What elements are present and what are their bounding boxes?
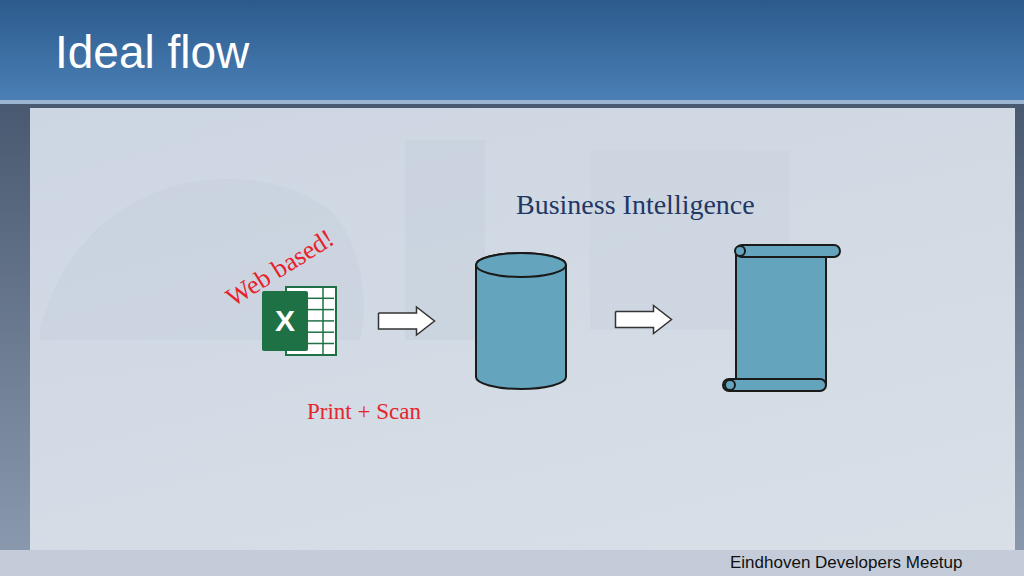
cylinder-top bbox=[476, 253, 566, 277]
report-scroll-outline bbox=[720, 243, 844, 393]
grid-line bbox=[308, 331, 334, 333]
icon-letter: X bbox=[262, 283, 308, 359]
scroll-bottom-roll bbox=[723, 379, 826, 391]
title-holder: Ideal flow bbox=[55, 24, 249, 80]
header-rule bbox=[0, 100, 1024, 104]
footer-text-holder: Eindhoven Developers Meetup bbox=[730, 553, 962, 573]
slide-title: Ideal flow bbox=[55, 24, 249, 80]
grid-line bbox=[322, 287, 324, 355]
scroll-curl bbox=[735, 246, 745, 256]
process-note-holder: Print + Scan bbox=[307, 398, 421, 426]
scroll-body bbox=[736, 251, 826, 385]
content-panel bbox=[30, 108, 1015, 550]
database-cylinder-outline bbox=[475, 252, 567, 390]
cylinder-body bbox=[476, 253, 566, 389]
excel-icon-outline bbox=[262, 283, 338, 359]
grid-line bbox=[308, 309, 334, 311]
header-bar bbox=[0, 0, 1024, 100]
footer-text: Eindhoven Developers Meetup bbox=[730, 553, 962, 573]
grid-line bbox=[308, 343, 334, 345]
callout-note-holder: Web based! bbox=[280, 268, 401, 299]
node-heading: Business Intelligence bbox=[516, 188, 755, 222]
report-scroll: Business Intelligence bbox=[510, 188, 845, 394]
database-cylinder bbox=[475, 252, 567, 390]
process-note: Print + Scan bbox=[307, 398, 421, 426]
scroll-curl bbox=[725, 380, 735, 390]
excel-icon: X bbox=[262, 283, 338, 359]
block-arrow bbox=[616, 306, 672, 334]
grid-line bbox=[308, 298, 334, 300]
footer-strip bbox=[0, 550, 1024, 576]
scroll-top-roll bbox=[736, 245, 840, 257]
grid-line bbox=[308, 320, 334, 322]
block-arrow bbox=[379, 307, 435, 335]
